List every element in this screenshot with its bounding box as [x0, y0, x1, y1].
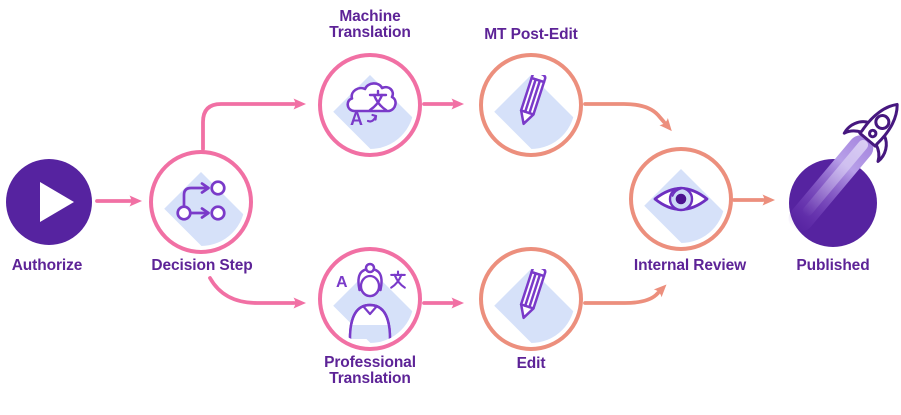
node-label-published: Published: [796, 257, 870, 274]
eye-icon: [653, 186, 709, 212]
node-professional-translation: A: [318, 247, 422, 351]
play-icon: [40, 182, 74, 222]
rocket-icon: [788, 102, 899, 232]
node-label-mt-post-edit: MT Post-Edit: [484, 26, 578, 43]
latin-glyph: A: [336, 274, 348, 291]
node-edit: [479, 247, 583, 351]
cloud-translate-icon: A: [346, 82, 397, 129]
pencil-icon: [519, 75, 547, 126]
flowchart-icon: [176, 180, 226, 221]
node-mt-post-edit: [479, 53, 583, 157]
node-label-decision: Decision Step: [151, 257, 253, 274]
edge-decision-machine: [201, 98, 306, 151]
node-decision: [149, 150, 253, 254]
node-label-machine-translation: Machine Translation: [329, 8, 411, 41]
node-label-internal-review: Internal Review: [633, 257, 747, 274]
latin-glyph: A: [350, 109, 363, 129]
pencil-icon: [519, 269, 547, 320]
node-edit-disc: [487, 255, 575, 343]
node-published: [788, 102, 899, 247]
node-professional-disc: A: [326, 255, 414, 343]
edge-mtpostedit-internal: [583, 102, 672, 132]
node-label-authorize: Authorize: [11, 257, 83, 274]
node-internal-review: [629, 147, 733, 251]
edge-decision-professional: [208, 276, 306, 309]
cjk-glyph-icon: [368, 89, 388, 112]
node-machine-disc: A: [326, 61, 414, 149]
node-label-professional-translation: Professional Translation: [324, 354, 416, 387]
translator-icon: A: [336, 262, 406, 341]
node-authorize: [6, 159, 92, 245]
edge-edit-internal: [583, 284, 667, 305]
node-internal-disc: [637, 155, 725, 243]
node-mtpe-disc: [487, 61, 575, 149]
node-decision-disc: [157, 158, 245, 246]
node-machine-translation: A: [318, 53, 422, 157]
cjk-glyph-icon: [390, 270, 406, 289]
node-label-edit: Edit: [516, 355, 546, 372]
